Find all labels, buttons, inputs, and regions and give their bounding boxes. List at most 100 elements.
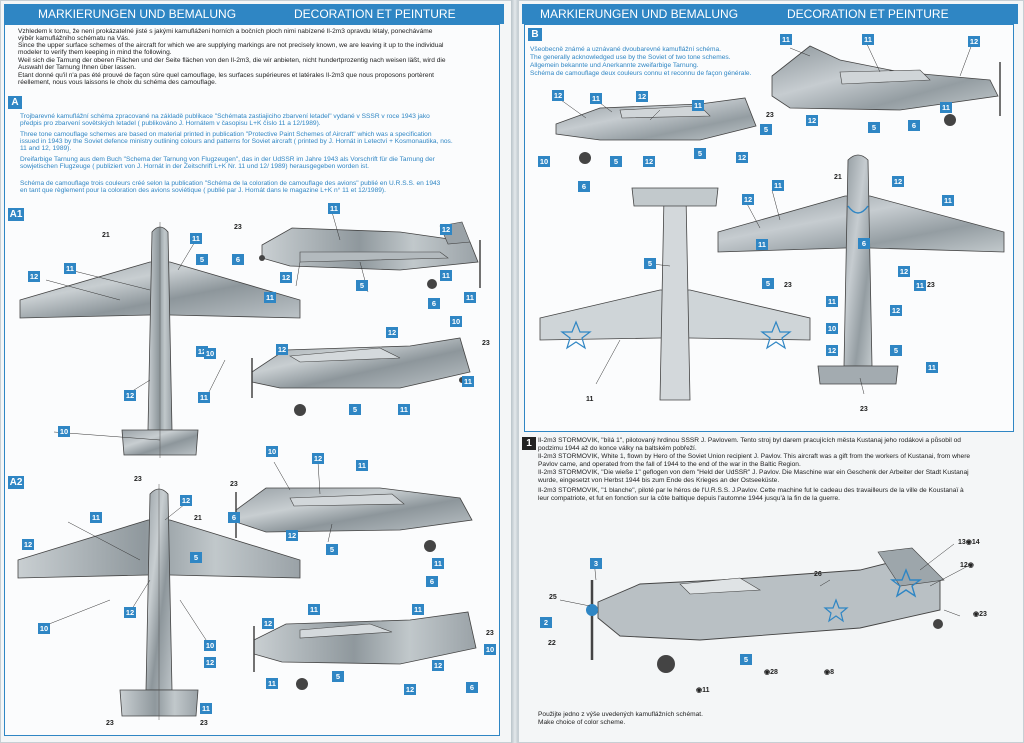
right-header: MARKIERUNGEN UND BEMALUNG DECORATION ET …	[522, 4, 1018, 24]
section-b-line-2: The generally acknowledged use by the So…	[530, 54, 731, 61]
callout-r5g: 5	[890, 345, 902, 356]
callout-12n: 12	[262, 618, 274, 629]
callout-12i: 12	[22, 539, 34, 550]
callout-r11k: 11	[926, 362, 938, 373]
callout-5f: 5	[332, 671, 344, 682]
callout-11o: 11	[308, 604, 320, 615]
callout-6e: 6	[466, 682, 478, 693]
callout-r11e: 11	[940, 102, 952, 113]
label-r28-decal: ◉28	[764, 669, 778, 676]
callout-10b: 10	[58, 426, 70, 437]
callout-r12h: 12	[892, 176, 904, 187]
label-23f: 23	[230, 481, 238, 488]
section-1-line-4: Pavlov came, and operated from the fall …	[538, 461, 801, 468]
page-gutter	[511, 0, 519, 743]
callout-r12f: 12	[806, 115, 818, 126]
label-r25: 25	[549, 594, 557, 601]
callout-r11g: 11	[942, 195, 954, 206]
callout-r12i: 12	[898, 266, 910, 277]
callout-11b: 11	[190, 233, 202, 244]
callout-12d: 12	[280, 272, 292, 283]
footer-line-2: Make choice of color scheme.	[538, 719, 626, 726]
callout-r12e: 12	[968, 36, 980, 47]
callout-r5h: 5	[740, 654, 752, 665]
callout-r11h: 11	[756, 239, 768, 250]
callout-12k: 12	[204, 657, 216, 668]
callout-11l: 11	[356, 460, 368, 471]
label-23b: 23	[234, 224, 242, 231]
a2-side-view-upper	[235, 487, 473, 552]
callout-6d: 6	[426, 576, 438, 587]
label-r23d: 23	[860, 406, 868, 413]
callout-11c: 11	[198, 392, 210, 403]
callout-r2: 2	[540, 617, 552, 628]
callout-r12g: 12	[742, 194, 754, 205]
callout-12l: 12	[312, 453, 324, 464]
callout-12p: 12	[404, 684, 416, 695]
intro-line-3: Since the upper surface schemes of the a…	[18, 42, 444, 49]
left-header-french: DECORATION ET PEINTURE	[294, 7, 456, 21]
callout-11p: 11	[266, 678, 278, 689]
callout-5: 5	[196, 254, 208, 265]
label-23e: 23	[200, 720, 208, 727]
callout-r5f: 5	[762, 278, 774, 289]
section-1-line-1: Il-2m3 STORMOVIK, "bílá 1", pilotovaný h…	[538, 437, 961, 444]
a2-side-view-lower	[253, 611, 477, 690]
callout-12f: 12	[386, 327, 398, 338]
callout-r5e: 5	[644, 258, 656, 269]
section-1-line-2: podzimu 1944 až do konce války na baltsk…	[538, 445, 697, 452]
callout-r5a: 5	[760, 124, 772, 135]
callout-11i: 11	[398, 404, 410, 415]
label-23c: 23	[482, 340, 490, 347]
callout-12j: 12	[124, 607, 136, 618]
intro-line-6: Auswahl der Tarnung Ihnen über lassen.	[18, 64, 136, 71]
section-1-line-8: leur compatriote, et fut en fonction sur…	[538, 495, 840, 502]
section-a2-label: A2	[8, 476, 24, 489]
label-r11-decal: ◉11	[696, 687, 710, 694]
section-a-line-7: sowjetischen Flugzeuge ( publiziert von …	[20, 163, 369, 170]
left-leader-lines	[43, 211, 369, 647]
callout-r11j: 11	[826, 296, 838, 307]
section1-side-view	[586, 547, 945, 673]
label-r22: 22	[548, 640, 556, 647]
a2-top-view	[17, 484, 301, 720]
intro-line-8: réellement, nous vous laissons le choix …	[18, 79, 217, 86]
label-r12-decal: 12◉	[960, 562, 974, 569]
label-r13-14: 13◉14	[958, 539, 980, 546]
label-r23c: 23	[927, 282, 935, 289]
section-a-line-6: Dreifarbige Tarnung aus dem Buch "Schema…	[20, 156, 435, 163]
footer-line-1: Použijte jedno z výše uvedených kamufláž…	[538, 711, 703, 718]
callout-11e: 11	[264, 292, 276, 303]
section-b-line-1: Všeobecně známé a uznávané dvoubarevné k…	[530, 46, 721, 53]
section-a-line-1: Trojbarevné kamuflážní schéma zpracované…	[20, 113, 430, 120]
section-a-line-4: issued in 1943 by the Soviet defence min…	[20, 138, 453, 145]
callout-r12k: 12	[826, 345, 838, 356]
callout-r12j: 12	[890, 305, 902, 316]
left-header: MARKIERUNGEN UND BEMALUNG DECORATION ET …	[4, 4, 504, 24]
section-a-line-3: Three tone camouflage schemes are based …	[20, 131, 432, 138]
intro-line-2: výběr kamuflážního schématu na Vás.	[18, 35, 130, 42]
label-23a: 23	[134, 476, 142, 483]
callout-r5b: 5	[610, 156, 622, 167]
callout-5c: 5	[349, 404, 361, 415]
callout-12m: 12	[286, 530, 298, 541]
callout-11n: 11	[412, 604, 424, 615]
callout-r11i: 11	[914, 280, 926, 291]
section-1-line-7: Il-2m3 STORMOVIK, "1 blanche", piloté pa…	[538, 487, 964, 494]
intro-line-4: modeler to verify them keeping in mind t…	[18, 49, 172, 56]
callout-r6b: 6	[908, 120, 920, 131]
section-b-label: B	[528, 28, 542, 41]
callout-11m: 11	[432, 558, 444, 569]
section-1-label: 1	[522, 437, 536, 450]
right-header-french: DECORATION ET PEINTURE	[787, 7, 949, 21]
b-side-view-left	[555, 97, 757, 164]
section-a-line-5: 11 and 12, 1989).	[20, 145, 72, 152]
callout-12o: 12	[432, 660, 444, 671]
label-r11: 11	[586, 396, 594, 403]
a1-top-view	[19, 222, 301, 458]
right-header-german: MARKIERUNGEN UND BEMALUNG	[540, 7, 739, 21]
callout-11f: 11	[440, 270, 452, 281]
b-top-view	[717, 154, 1005, 385]
label-r23-decal: ◉23	[973, 611, 987, 618]
